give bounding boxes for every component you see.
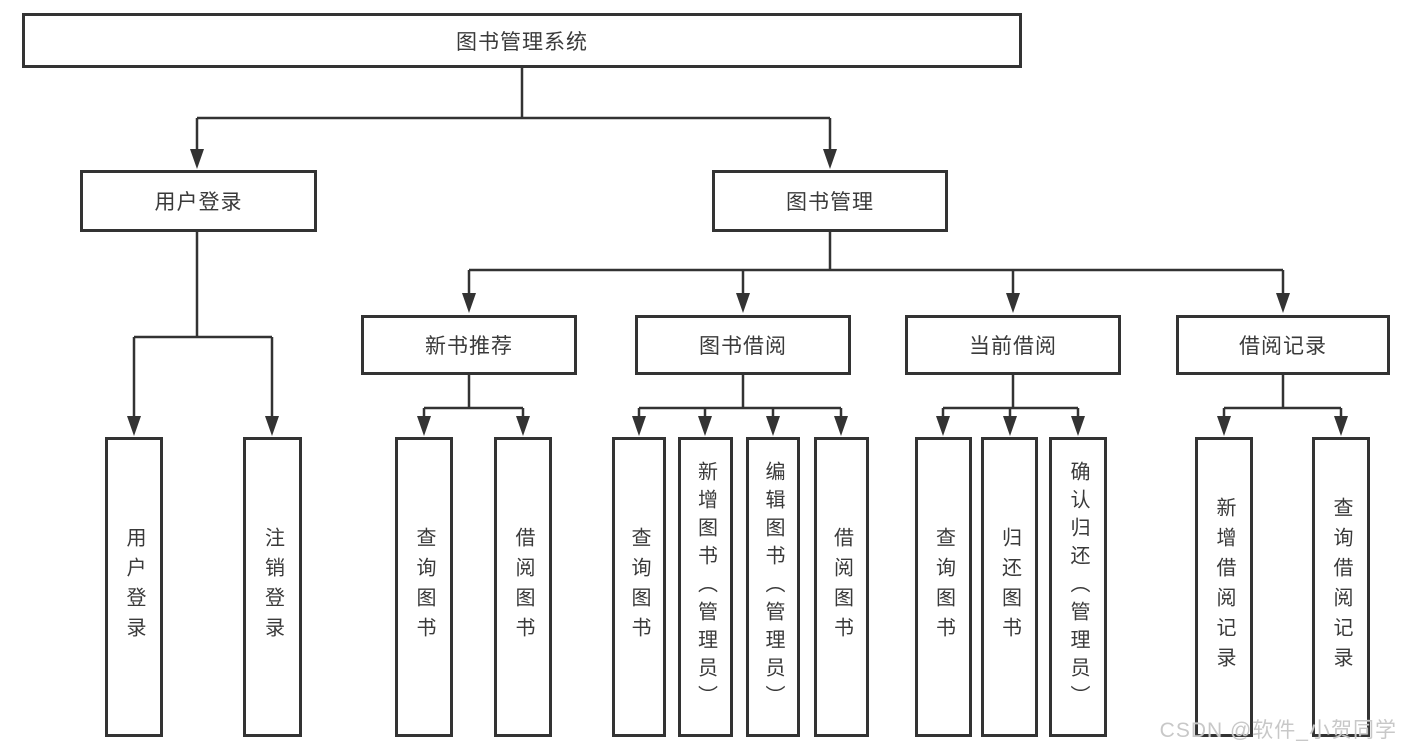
leaf-query-books-borrowing-label: 查询图书 (628, 527, 650, 647)
leaf-return-books-label: 归还图书 (998, 527, 1021, 647)
node-library-system: 图书管理系统 (22, 13, 1022, 68)
node-new-book-recommend: 新书推荐 (361, 315, 577, 375)
leaf-return-books: 归还图书 (981, 437, 1038, 737)
leaf-user-login-label: 用户登录 (123, 527, 145, 647)
node-book-borrowing-label: 图书借阅 (699, 335, 787, 358)
leaf-query-books-current: 查询图书 (915, 437, 972, 737)
leaf-borrow-books-recommend-label: 借阅图书 (512, 527, 534, 647)
node-book-borrowing: 图书借阅 (635, 315, 851, 375)
leaf-add-books-admin: 新增图书（管理员） (678, 437, 733, 737)
leaf-confirm-return-admin-label: 确认归还（管理员） (1067, 461, 1089, 713)
leaf-edit-books-admin-label: 编辑图书（管理员） (762, 461, 784, 713)
node-borrow-records: 借阅记录 (1176, 315, 1390, 375)
leaf-add-borrow-record: 新增借阅记录 (1195, 437, 1253, 737)
leaf-query-books-borrowing: 查询图书 (612, 437, 666, 737)
leaf-query-books-recommend-label: 查询图书 (413, 527, 435, 647)
leaf-confirm-return-admin: 确认归还（管理员） (1049, 437, 1107, 737)
node-new-book-recommend-label: 新书推荐 (425, 335, 513, 358)
leaf-query-borrow-record: 查询借阅记录 (1312, 437, 1370, 737)
leaf-borrow-books: 借阅图书 (814, 437, 869, 737)
leaf-borrow-books-label: 借阅图书 (830, 527, 853, 647)
leaf-borrow-books-recommend: 借阅图书 (494, 437, 552, 737)
leaf-logout-label: 注销登录 (261, 527, 284, 647)
node-book-management-label: 图书管理 (786, 191, 874, 214)
arrowheads (127, 149, 1348, 436)
csdn-watermark: CSDN @软件_小贺同学 (1159, 719, 1397, 742)
leaf-add-borrow-record-label: 新增借阅记录 (1213, 497, 1235, 677)
node-current-borrowing-label: 当前借阅 (969, 335, 1057, 358)
leaf-query-borrow-record-label: 查询借阅记录 (1330, 497, 1352, 677)
leaf-query-books-current-label: 查询图书 (932, 527, 955, 647)
leaf-user-login: 用户登录 (105, 437, 163, 737)
node-library-system-label: 图书管理系统 (456, 30, 588, 54)
node-borrow-records-label: 借阅记录 (1239, 335, 1327, 358)
node-user-login-label: 用户登录 (154, 191, 243, 214)
node-book-management: 图书管理 (712, 170, 948, 232)
node-user-login: 用户登录 (80, 170, 317, 232)
leaf-logout: 注销登录 (243, 437, 302, 737)
leaf-query-books-recommend: 查询图书 (395, 437, 453, 737)
leaf-edit-books-admin: 编辑图书（管理员） (746, 437, 800, 737)
leaf-add-books-admin-label: 新增图书（管理员） (694, 461, 717, 713)
node-current-borrowing: 当前借阅 (905, 315, 1121, 375)
